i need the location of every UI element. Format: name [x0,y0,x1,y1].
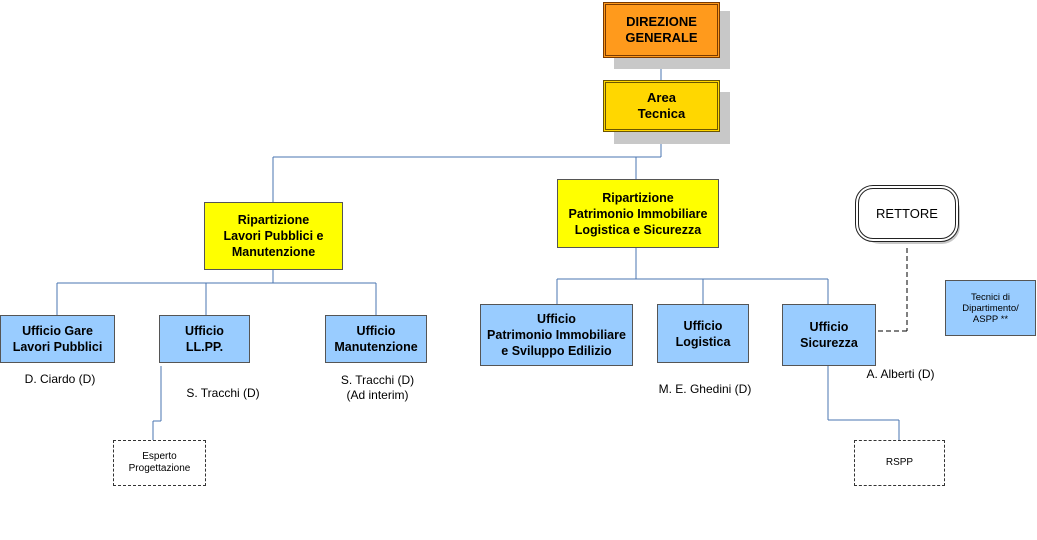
ripartizione-patrimonio-box[interactable]: Ripartizione Patrimonio Immobiliare Logi… [557,179,719,248]
ripartizione-lavori-box[interactable]: Ripartizione Lavori Pubblici e Manutenzi… [204,202,343,270]
person-label-manutenzione: S. Tracchi (D) (Ad interim) [340,373,415,402]
rspp-box[interactable]: RSPP [854,440,945,486]
person-label-logistica: M. E. Ghedini (D) [658,382,752,396]
ufficio-gare-box[interactable]: Ufficio Gare Lavori Pubblici [0,315,115,363]
ufficio-llpp-box[interactable]: Ufficio LL.PP. [159,315,250,363]
ufficio-sicurezza-box[interactable]: Ufficio Sicurezza [782,304,876,366]
tecnici-dipartimento-box[interactable]: Tecnici di Dipartimento/ ASPP ** [945,280,1036,336]
person-label-sicurezza: A. Alberti (D) [866,367,935,381]
person-label-llpp: S. Tracchi (D) [186,386,260,400]
area-tecnica-box[interactable]: Area Tecnica [603,80,720,132]
ufficio-manutenzione-box[interactable]: Ufficio Manutenzione [325,315,427,363]
esperto-progettazione-box[interactable]: Esperto Progettazione [113,440,206,486]
direzione-generale-box[interactable]: DIREZIONE GENERALE [603,2,720,58]
person-label-gare: D. Ciardo (D) [24,372,96,386]
ufficio-patrimonio-box[interactable]: Ufficio Patrimonio Immobiliare e Svilupp… [480,304,633,366]
ufficio-logistica-box[interactable]: Ufficio Logistica [657,304,749,363]
rettore-box[interactable]: RETTORE [855,185,959,242]
